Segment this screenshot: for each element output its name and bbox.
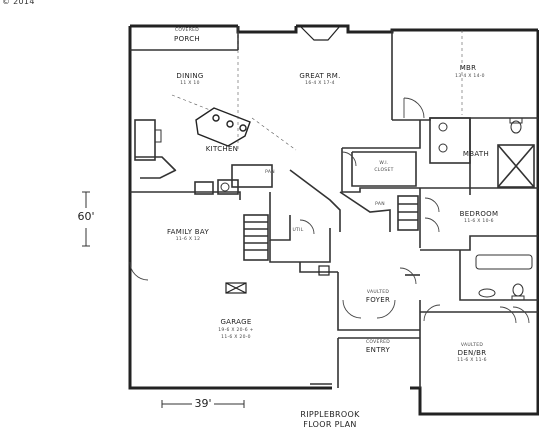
porch-label: PORCH [174,35,200,43]
mbath-label: MBATH [462,150,490,158]
wi-closet-sublabel: CLOSET [374,168,394,173]
garage-label: GARAGE [220,318,252,326]
great-room-label: GREAT RM. [299,72,341,80]
bedroom-label: BEDROOM [459,210,499,218]
copyright-text: © 2014 [2,0,35,6]
wi-closet-label: W.I. [379,161,389,166]
water-heater-symbol [225,265,330,294]
kitchen-island [195,107,251,147]
bath-fixtures [154,117,533,301]
family-bay-size: 11-6 X 12 [175,237,201,242]
depth-dimension: 60' [77,210,95,223]
kitchen-label: KITCHEN [205,145,239,153]
foyer-sublabel: VAULTED [366,290,390,295]
entry-sublabel: COVERED [365,340,391,345]
foyer-label: FOYER [365,296,391,304]
great-room-size: 16-4 X 17-4 [305,81,335,86]
mbr-size: 13-4 X 14-0 [455,74,485,79]
copyright-year: 2014 [13,0,35,6]
plan-subtitle: FLOOR PLAN [303,420,357,429]
garage-size-2: 11-6 X 20-0 [221,335,251,340]
den-br-size: 11-6 X 11-6 [457,358,487,363]
dimension-lines [82,191,245,408]
door-swings [129,97,530,324]
util-label: UTIL [292,228,304,233]
pan-label: PAN [265,170,275,175]
width-dimension: 39' [194,397,212,410]
den-br-sublabel: VAULTED [460,343,484,348]
dining-label: DINING [176,72,204,80]
den-br-label: DEN/BR [457,349,487,357]
interior-walls [130,26,538,388]
porch-sublabel: COVERED [174,28,200,33]
garage-size-1: 19-6 X 20-6 + [218,328,254,333]
pan-label-2: PAN [375,202,385,207]
family-bay-label: FAMILY BAY [166,228,210,236]
bedroom-size: 11-6 X 10-6 [464,219,494,224]
plan-title: RIPPLEBROOK [300,410,360,419]
dining-size: 11 X 10 [180,81,200,86]
entry-label: ENTRY [365,346,391,354]
fireplace [299,25,341,41]
mbr-label: MBR [459,64,477,72]
vault-lines [171,30,463,151]
